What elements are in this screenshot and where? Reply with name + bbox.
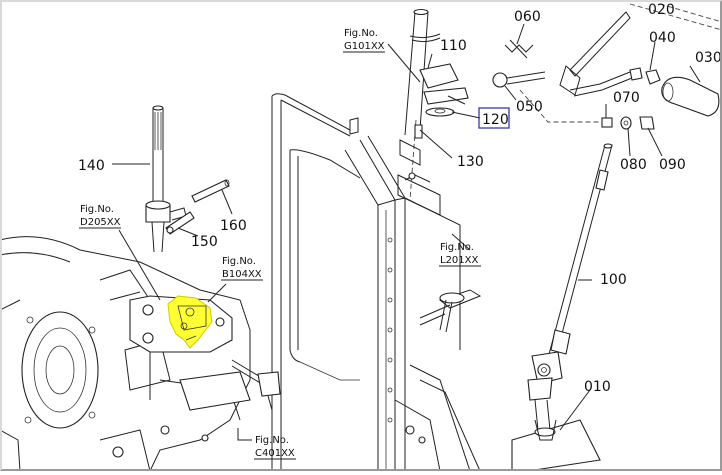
fig-ref-code: B104XX [222, 269, 262, 280]
tractor-frame-drawing [271, 93, 482, 472]
part-label-090[interactable]: 090 [659, 157, 686, 173]
fig-ref-title: Fig.No. [80, 204, 114, 215]
part-label-110[interactable]: 110 [440, 38, 467, 54]
highlighted-part[interactable] [167, 295, 213, 349]
fig-ref-c401[interactable]: Fig.No. C401XX [254, 435, 296, 460]
part-label-160[interactable]: 160 [220, 218, 247, 234]
part-label-020[interactable]: 020 [648, 2, 675, 18]
fig-ref-title: Fig.No. [440, 242, 474, 253]
shaft-140-drawing [145, 105, 187, 253]
fig-ref-code: G101XX [344, 41, 385, 52]
fig-ref-code: C401XX [255, 448, 295, 459]
part-label-150[interactable]: 150 [191, 234, 218, 250]
part-number-labels: 060 020 040 030 110 050 070 120 130 080 … [78, 2, 722, 395]
fig-ref-l201[interactable]: Fig.No. L201XX [439, 242, 481, 267]
part-label-040[interactable]: 040 [649, 30, 676, 46]
pin-160-drawing [191, 179, 230, 203]
frame-holes [387, 237, 393, 423]
lever-assembly-drawing [492, 3, 722, 130]
pedal-drawing [419, 289, 482, 333]
part-label-120[interactable]: 120 [482, 112, 509, 128]
fig-ref-title: Fig.No. [344, 28, 378, 39]
lever-knob-drawing [661, 76, 720, 117]
part-label-010[interactable]: 010 [584, 379, 611, 395]
leader-lines [112, 23, 701, 441]
part-label-130[interactable]: 130 [457, 154, 484, 170]
fig-ref-title: Fig.No. [255, 435, 289, 446]
column-drawing [399, 8, 469, 201]
fig-ref-d205[interactable]: Fig.No. D205XX [79, 204, 121, 229]
part-label-050[interactable]: 050 [516, 99, 543, 115]
shift-rod-drawing [511, 143, 613, 472]
part-label-070[interactable]: 070 [613, 90, 640, 106]
housing-bore-drawing [21, 311, 99, 429]
selected-part-box[interactable] [478, 107, 510, 129]
part-label-140[interactable]: 140 [78, 158, 105, 174]
part-label-030[interactable]: 030 [695, 50, 722, 66]
fig-ref-code: D205XX [80, 217, 121, 228]
part-label-080[interactable]: 080 [620, 157, 647, 173]
fig-ref-code: L201XX [440, 255, 479, 266]
universal-joint-drawing [527, 351, 563, 401]
fig-ref-g101[interactable]: Fig.No. G101XX [343, 28, 385, 53]
part-label-060[interactable]: 060 [514, 9, 541, 25]
fig-ref-title: Fig.No. [222, 256, 256, 267]
fig-ref-b104[interactable]: Fig.No. B104XX [221, 256, 263, 281]
pin-150-drawing [165, 211, 195, 235]
part-label-100[interactable]: 100 [600, 272, 627, 288]
